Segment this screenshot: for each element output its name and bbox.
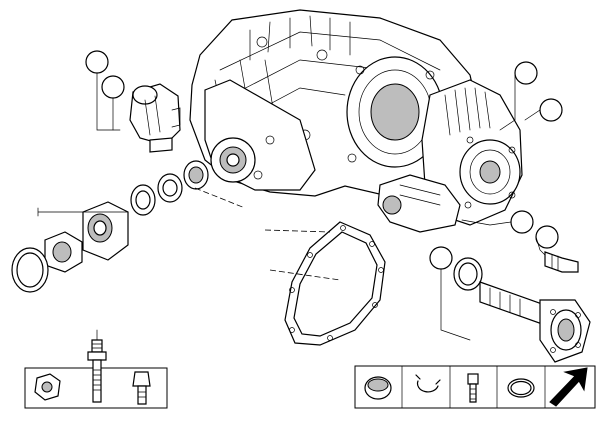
callout-2[interactable] [101, 75, 125, 99]
callout-3[interactable] [514, 61, 538, 85]
arrow-icon[interactable] [549, 367, 588, 407]
lower-actuator[interactable] [377, 174, 461, 233]
input-flange[interactable] [204, 79, 316, 191]
o-ring-icon[interactable] [507, 378, 535, 398]
sensor-plug[interactable] [129, 83, 181, 153]
circlip-icon[interactable] [415, 374, 441, 393]
callout-7[interactable] [429, 246, 453, 270]
sealing-ring-large[interactable] [11, 247, 49, 293]
collar-nut[interactable] [44, 231, 83, 273]
temperature-sensor[interactable] [544, 251, 579, 273]
bearing-sleeve[interactable] [82, 201, 129, 261]
screw-icon[interactable] [467, 373, 479, 403]
callout-5[interactable] [510, 210, 534, 234]
callout-4[interactable] [539, 98, 563, 122]
stud-bolt-icon[interactable] [87, 339, 107, 403]
hex-bolt-icon[interactable] [132, 371, 151, 405]
seal-ring-3[interactable] [130, 184, 156, 216]
callout-1[interactable] [85, 50, 109, 74]
hex-nut-icon[interactable] [34, 373, 61, 401]
shaft-seal-ring[interactable] [183, 160, 209, 190]
housing-gasket[interactable] [284, 221, 386, 346]
sealing-cap-icon[interactable] [364, 376, 392, 400]
output-flange-shaft[interactable] [453, 257, 591, 363]
seal-ring-2[interactable] [157, 173, 183, 203]
callout-6[interactable] [535, 225, 559, 249]
